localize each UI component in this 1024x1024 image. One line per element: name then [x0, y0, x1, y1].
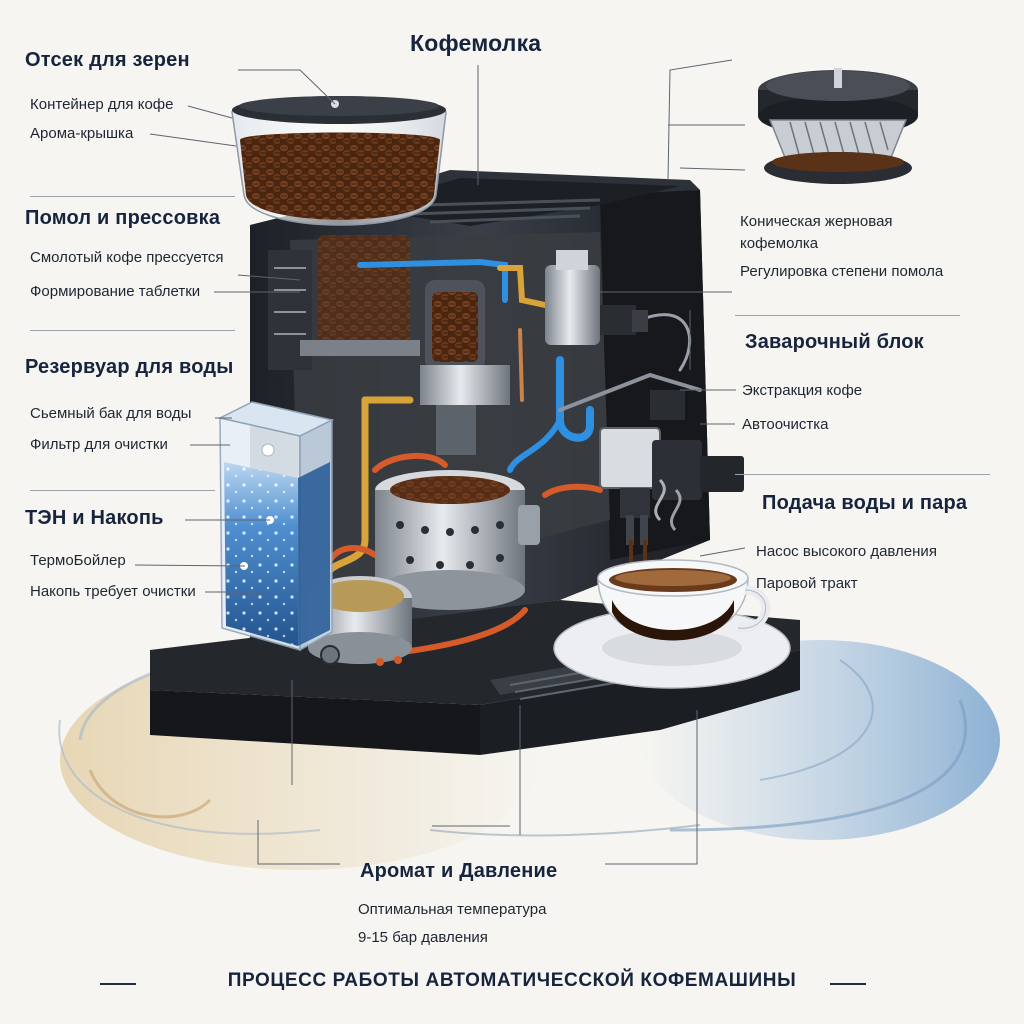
- label-bean-hopper: Отсек для зерен: [25, 49, 190, 72]
- label-optimal-temperature: Оптимальная температура: [358, 901, 546, 918]
- divider: [735, 315, 960, 316]
- label-coffee-extraction: Экстракция кофе: [742, 382, 862, 399]
- label-removable-tank: Сьемный бак для воды: [30, 405, 191, 422]
- label-thermoboiler: ТермоБойлер: [30, 552, 126, 569]
- divider: [735, 474, 990, 475]
- bean-hopper: [232, 96, 446, 225]
- grinder-chamber: [268, 235, 420, 370]
- label-brewing-unit: Заварочный блок: [745, 331, 924, 354]
- label-auto-cleaning: Автоочистка: [742, 416, 829, 433]
- footer-title: ПРОЦЕСС РАБОТЫ АВТОМАТИЧЕССКОЙ КОФЕМАШИН…: [0, 970, 1024, 992]
- divider: [30, 490, 215, 491]
- label-aroma-lid: Арома-крышка: [30, 125, 133, 142]
- label-ground-coffee-pressed: Смолотый кофе прессуется: [30, 249, 224, 266]
- label-grind-adjust: Регулировка степени помола: [740, 263, 943, 280]
- label-high-pressure-pump: Насос высокого давления: [756, 543, 937, 560]
- label-water-reservoir: Резервуар для воды: [25, 356, 234, 379]
- label-aroma-pressure: Аромат и Давление: [360, 860, 557, 883]
- label-bar-pressure: 9-15 бар давления: [358, 929, 488, 946]
- divider: [30, 196, 235, 197]
- label-conical-burr-2: кофемолка: [740, 235, 818, 252]
- water-tank: [220, 402, 332, 650]
- footer-rule-right: [830, 983, 866, 985]
- label-water-steam-supply: Подача воды и пара: [762, 492, 967, 515]
- label-coffee-container: Контейнер для кофе: [30, 96, 173, 113]
- label-conical-burr: Коническая жерновая: [740, 213, 893, 230]
- label-heater-scale: ТЭН и Накопь: [25, 507, 164, 530]
- label-tablet-forming: Формирование таблетки: [30, 283, 200, 300]
- label-steam-path: Паровой тракт: [756, 575, 858, 592]
- conical-burr-inset: [758, 68, 918, 184]
- label-cleaning-filter: Фильтр для очистки: [30, 436, 168, 453]
- divider: [30, 330, 235, 331]
- label-grinder: Кофемолка: [410, 30, 541, 57]
- label-grinding-tamping: Помол и прессовка: [25, 207, 220, 230]
- label-scale-cleaning: Накопь требует очистки: [30, 583, 196, 600]
